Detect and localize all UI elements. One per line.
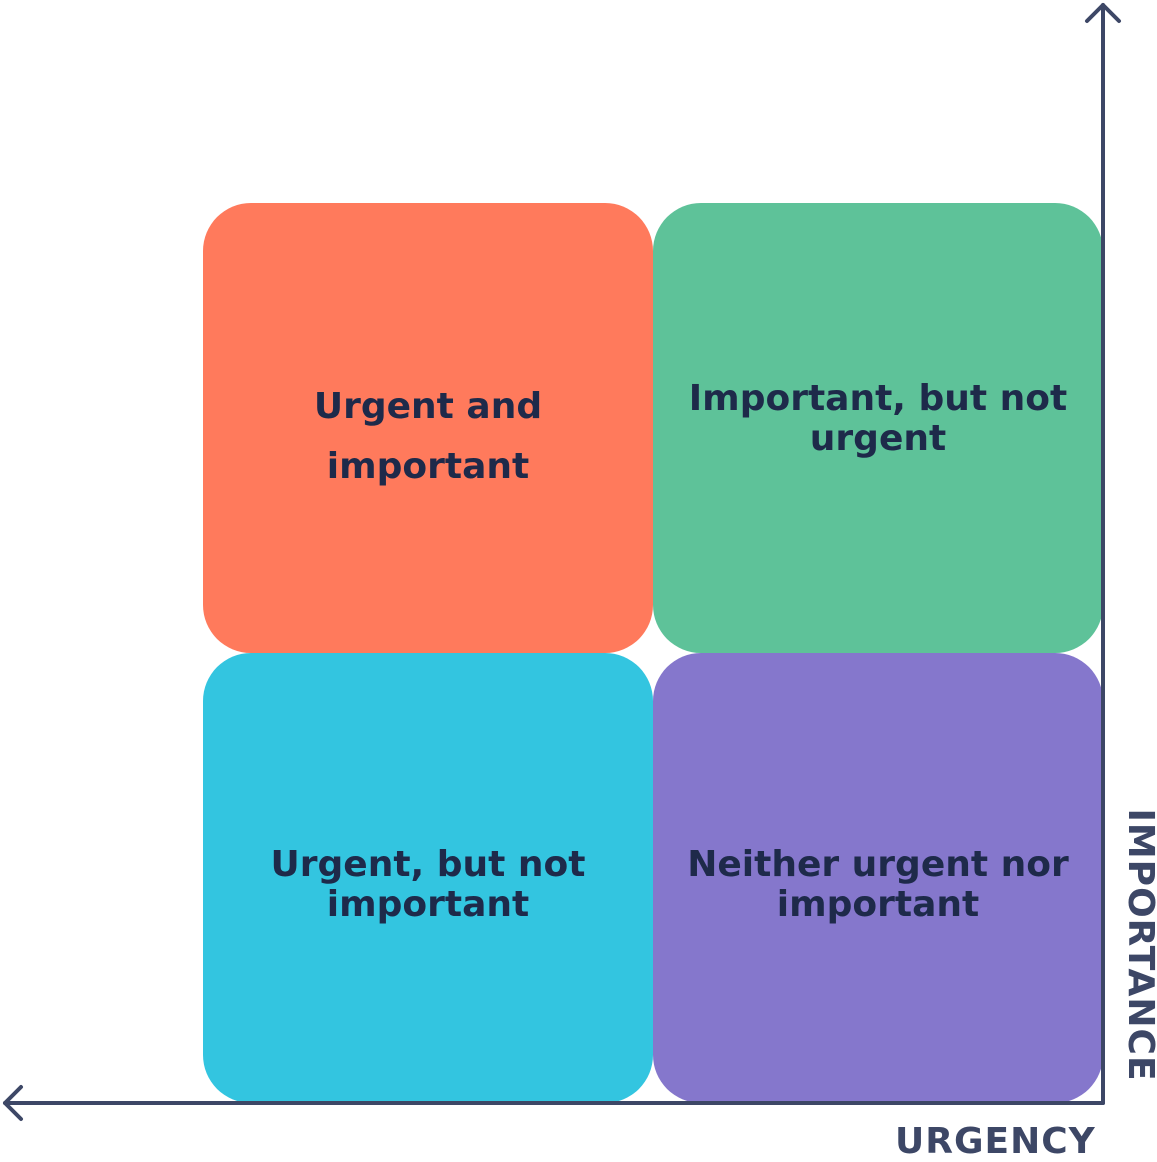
quadrant-label: Neither urgent nor important (687, 844, 1069, 925)
quadrant-important-not-urgent: Important, but not urgent (653, 203, 1103, 653)
x-axis-label: URGENCY (895, 1121, 1096, 1162)
quadrant-neither: Neither urgent nor important (653, 653, 1103, 1103)
quadrant-urgent-not-important: Urgent, but not important (203, 653, 653, 1103)
quadrant-label: Urgent, but not important (270, 844, 586, 925)
quadrant-urgent-important: Urgent and important (203, 203, 653, 653)
x-axis-arrowhead (3, 1085, 23, 1121)
quadrant-label: Important, but not urgent (688, 378, 1068, 459)
y-axis-arrowhead (1085, 3, 1121, 23)
y-axis-label: IMPORTANCE (1120, 808, 1157, 1082)
quadrant-label: Urgent and important (313, 386, 543, 487)
